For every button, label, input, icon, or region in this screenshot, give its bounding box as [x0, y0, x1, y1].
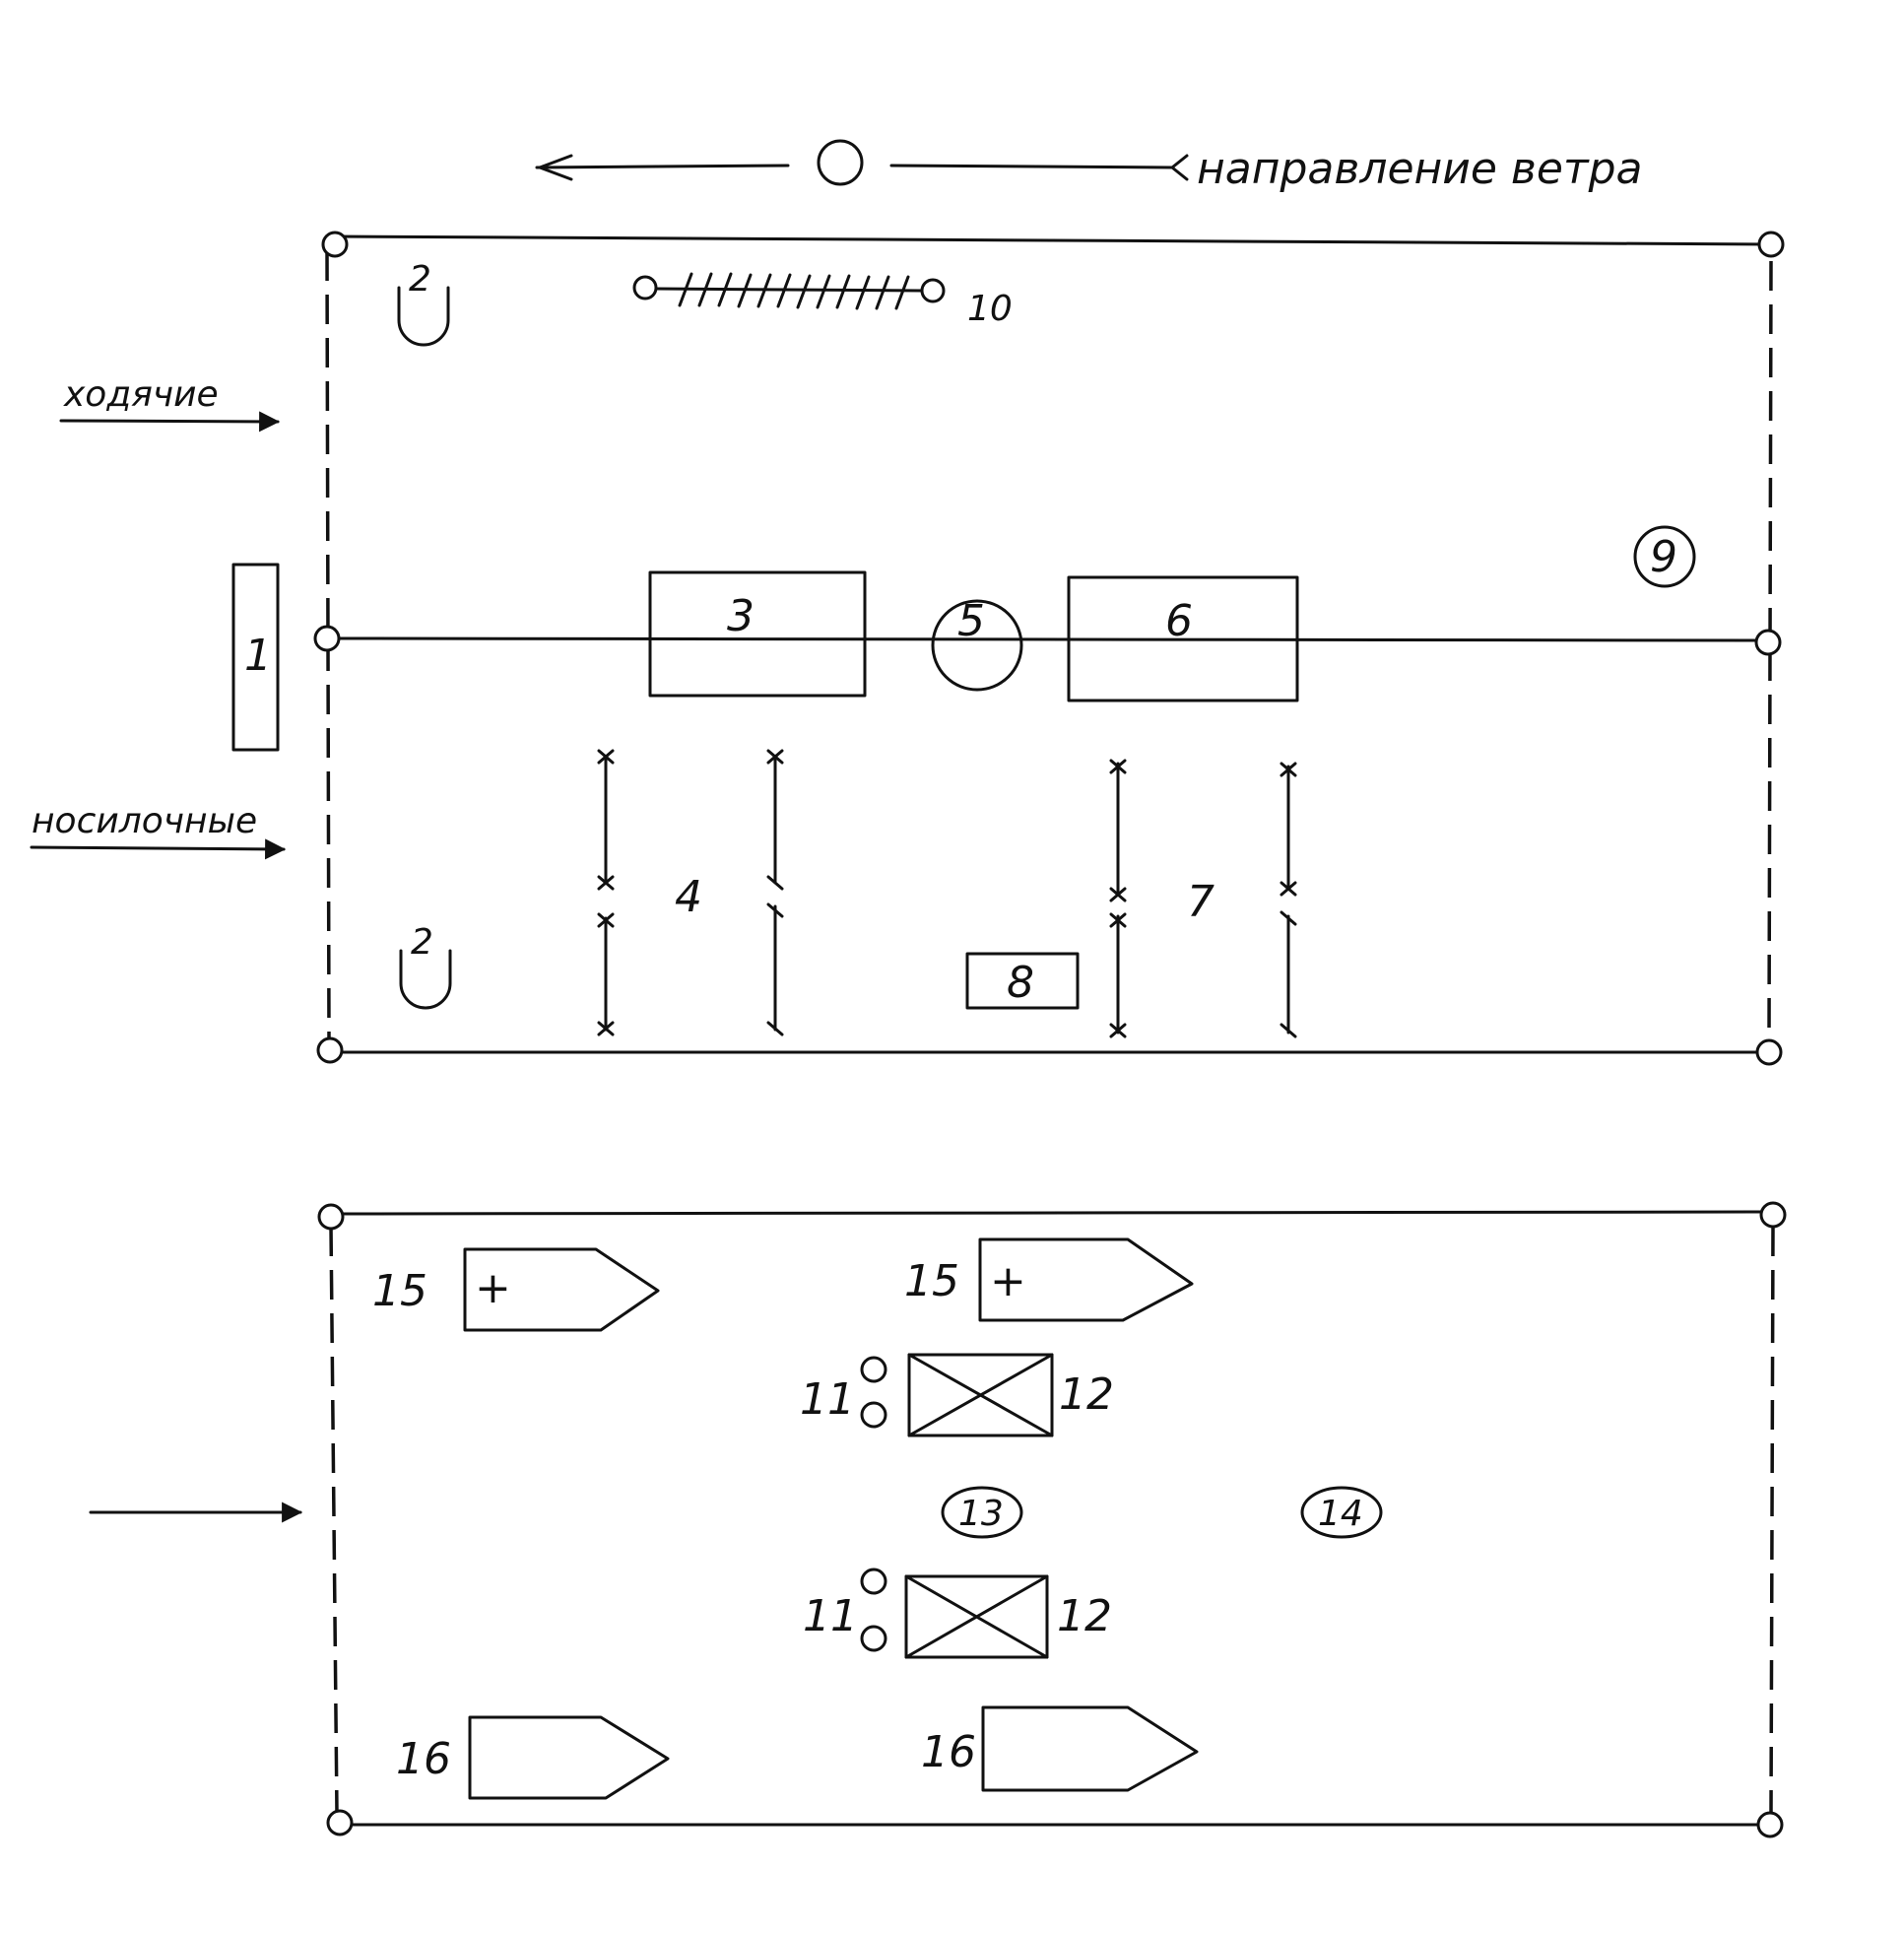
lower-top-border — [331, 1210, 1775, 1216]
corner-node — [1754, 629, 1782, 656]
item-11-node — [860, 1356, 887, 1383]
stretcher-arrow — [30, 838, 287, 860]
lower-left-dashed-border — [329, 1226, 339, 1814]
item-12-top-cross-icon — [907, 1353, 1054, 1437]
item-15-right-label: 15 — [904, 1256, 959, 1306]
item-12-top-box — [907, 1353, 1054, 1437]
item-10-node — [920, 278, 946, 303]
item-14-oval — [1300, 1486, 1383, 1539]
lower-right-dashed-border — [1769, 1226, 1775, 1814]
item-16-right-label: 16 — [921, 1727, 976, 1777]
wind-line-right — [889, 164, 1174, 169]
item-7-stretchers: 7 — [1109, 759, 1297, 1038]
stretcher-end-icon — [1109, 759, 1297, 1038]
walking-arrow — [59, 411, 281, 433]
corner-node — [313, 625, 341, 652]
item-8-label: 8 — [1007, 958, 1034, 1008]
item-15-left-tent-icon — [463, 1247, 660, 1332]
item-10-node — [632, 275, 658, 300]
item-2-top-icon — [397, 286, 450, 347]
item-1-box — [231, 563, 280, 752]
item-1-label: 1 — [244, 631, 272, 681]
item-7-label: 7 — [1187, 877, 1215, 927]
corner-node — [326, 1809, 354, 1836]
item-13-oval — [941, 1486, 1023, 1539]
item-11-node — [860, 1625, 887, 1652]
wind-direction: направление ветра — [535, 139, 1642, 194]
item-9-label: 9 — [1650, 532, 1677, 582]
item-3-box — [648, 570, 867, 698]
item-12-bottom-box — [904, 1574, 1049, 1659]
corner-node — [1756, 1811, 1784, 1838]
item-5-label: 5 — [957, 596, 985, 646]
stretcher-end-icon — [597, 749, 784, 1036]
item-8-box — [965, 952, 1080, 1010]
item-4-label: 4 — [675, 872, 702, 922]
item-10: 10 — [632, 272, 1013, 329]
item-15-right-tent-icon — [978, 1237, 1194, 1322]
item-2-bottom-label: 2 — [411, 922, 433, 963]
item-2-top-label: 2 — [409, 259, 431, 300]
item-5-circle — [931, 599, 1023, 692]
corner-node — [1755, 1038, 1783, 1066]
upper-top-border — [331, 234, 1775, 246]
item-16-left-label: 16 — [396, 1734, 451, 1784]
item-4-stretchers: 4 — [597, 749, 784, 1036]
corner-node — [321, 231, 349, 258]
item-10-line — [654, 287, 924, 293]
wind-arrow-left — [535, 164, 790, 169]
item-10-label: 10 — [967, 289, 1013, 329]
upper-center-line — [338, 636, 1760, 642]
wind-tail-icon — [1170, 154, 1189, 181]
item-2-bottom-icon — [399, 949, 452, 1010]
item-12-bottom-label: 12 — [1057, 1591, 1112, 1641]
wind-circle — [817, 139, 864, 186]
item-15-left-plus: + — [475, 1263, 511, 1313]
wind-arrowhead-icon — [538, 154, 573, 181]
item-3-label: 3 — [727, 591, 755, 641]
item-15-left-label: 15 — [372, 1266, 427, 1316]
item-9-circle — [1633, 525, 1696, 588]
corner-node — [316, 1036, 344, 1064]
item-11-node — [860, 1401, 887, 1429]
wind-direction-label: направление ветра — [1197, 144, 1642, 194]
item-10-hatch-icon — [678, 272, 910, 310]
stretcher-label: носилочные — [32, 801, 257, 841]
item-11-node — [860, 1568, 887, 1595]
corner-node — [1757, 231, 1785, 258]
item-11-top-label: 11 — [800, 1374, 855, 1425]
lower-zone: + 15 + 15 11 12 13 14 11 12 16 16 — [89, 1201, 1787, 1838]
item-12-top-label: 12 — [1059, 1369, 1114, 1420]
item-6-box — [1067, 575, 1299, 702]
item-16-right-tent-icon — [981, 1705, 1199, 1792]
item-16-left-tent-icon — [468, 1715, 670, 1800]
item-6-label: 6 — [1165, 596, 1193, 646]
item-13-label: 13 — [958, 1494, 1004, 1534]
corner-node — [1759, 1201, 1787, 1229]
item-14-label: 14 — [1318, 1494, 1363, 1534]
upper-zone: ходячие носилочные 1 2 2 10 3 5 6 9 — [30, 231, 1785, 1066]
item-12-bottom-cross-icon — [904, 1574, 1049, 1659]
item-15-right-plus: + — [990, 1256, 1026, 1306]
item-11-bottom-label: 11 — [803, 1591, 858, 1641]
corner-node — [317, 1203, 345, 1231]
walking-label: ходячие — [63, 374, 219, 415]
